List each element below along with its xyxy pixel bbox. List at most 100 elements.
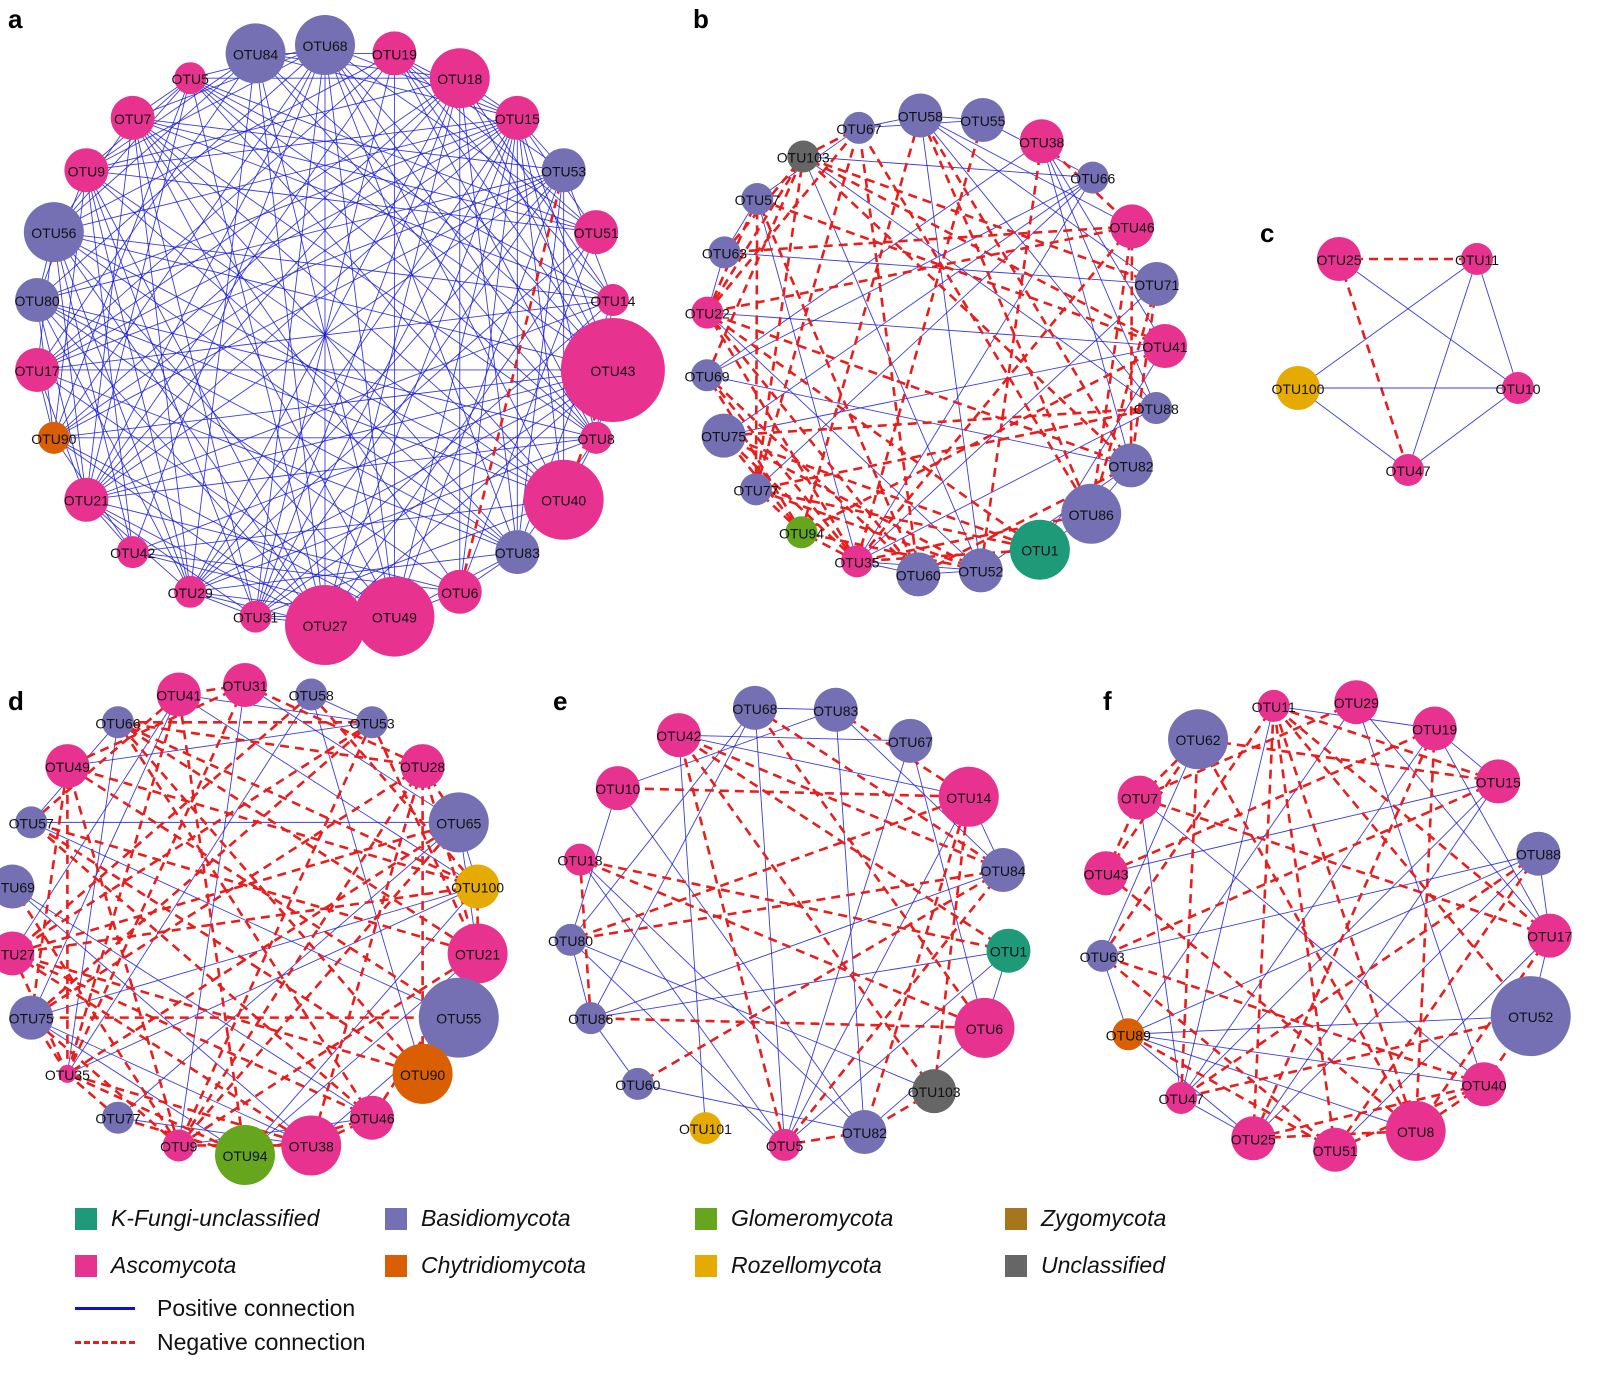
node-otu9[interactable]: OTU9 xyxy=(64,148,109,193)
node-otu27[interactable]: OTU27 xyxy=(0,931,35,976)
node-otu69[interactable]: OTU69 xyxy=(684,359,730,392)
node-otu90[interactable]: OTU90 xyxy=(31,421,77,454)
node-otu40[interactable]: OTU40 xyxy=(523,459,604,540)
node-otu29[interactable]: OTU29 xyxy=(1334,680,1379,725)
node-otu60[interactable]: OTU60 xyxy=(896,552,941,597)
node-otu5[interactable]: OTU5 xyxy=(766,1128,804,1161)
node-otu15[interactable]: OTU15 xyxy=(495,95,540,140)
node-otu58[interactable]: OTU58 xyxy=(898,93,943,138)
node-otu9[interactable]: OTU9 xyxy=(160,1129,198,1162)
node-otu101[interactable]: OTU101 xyxy=(679,1112,732,1145)
node-otu94[interactable]: OTU94 xyxy=(779,516,824,549)
node-otu35[interactable]: OTU35 xyxy=(834,545,880,578)
node-otu65[interactable]: OTU65 xyxy=(428,792,489,853)
node-otu103[interactable]: OTU103 xyxy=(777,140,830,173)
node-otu67[interactable]: OTU67 xyxy=(888,718,933,763)
node-otu1[interactable]: OTU1 xyxy=(1009,519,1070,580)
node-otu77[interactable]: OTU77 xyxy=(95,1101,141,1134)
node-otu29[interactable]: OTU29 xyxy=(168,575,213,608)
node-otu19[interactable]: OTU19 xyxy=(1412,706,1457,751)
node-otu88[interactable]: OTU88 xyxy=(1134,392,1179,425)
node-otu31[interactable]: OTU31 xyxy=(222,663,268,707)
node-otu83[interactable]: OTU83 xyxy=(495,530,540,575)
node-otu11[interactable]: OTU11 xyxy=(1252,689,1296,722)
node-otu11[interactable]: OTU11 xyxy=(1455,243,1499,275)
node-otu41[interactable]: OTU41 xyxy=(1142,324,1188,369)
node-otu25[interactable]: OTU25 xyxy=(1231,1116,1276,1161)
node-otu77[interactable]: OTU77 xyxy=(733,473,779,506)
node-otu55[interactable]: OTU55 xyxy=(418,977,499,1058)
node-otu66[interactable]: OTU66 xyxy=(1070,161,1116,194)
node-otu67[interactable]: OTU67 xyxy=(836,111,882,144)
node-otu18[interactable]: OTU18 xyxy=(429,48,490,109)
node-otu69[interactable]: OTU69 xyxy=(0,864,35,909)
node-otu40[interactable]: OTU40 xyxy=(1461,1062,1507,1107)
node-otu38[interactable]: OTU38 xyxy=(1019,119,1065,164)
node-otu88[interactable]: OTU88 xyxy=(1516,831,1561,876)
node-otu100[interactable]: OTU100 xyxy=(451,864,504,909)
node-otu84[interactable]: OTU84 xyxy=(225,23,286,84)
node-otu15[interactable]: OTU15 xyxy=(1476,759,1521,804)
node-otu58[interactable]: OTU58 xyxy=(289,678,334,711)
node-otu53[interactable]: OTU53 xyxy=(349,706,395,739)
node-otu42[interactable]: OTU42 xyxy=(656,713,702,758)
node-otu41[interactable]: OTU41 xyxy=(156,672,202,717)
node-otu71[interactable]: OTU71 xyxy=(1134,261,1180,306)
node-otu5[interactable]: OTU5 xyxy=(172,62,210,95)
node-otu53[interactable]: OTU53 xyxy=(541,148,586,193)
node-otu1[interactable]: OTU1 xyxy=(986,928,1031,973)
node-otu8[interactable]: OTU8 xyxy=(1385,1100,1446,1161)
node-otu80[interactable]: OTU80 xyxy=(548,923,593,956)
node-otu38[interactable]: OTU38 xyxy=(281,1115,342,1176)
node-otu17[interactable]: OTU17 xyxy=(15,347,60,392)
node-otu8[interactable]: OTU8 xyxy=(577,421,615,454)
node-otu63[interactable]: OTU63 xyxy=(1080,939,1125,972)
node-otu57[interactable]: OTU57 xyxy=(9,806,54,839)
node-otu46[interactable]: OTU46 xyxy=(349,1095,395,1140)
node-otu56[interactable]: OTU56 xyxy=(23,202,84,263)
node-otu17[interactable]: OTU17 xyxy=(1527,913,1573,958)
node-otu10[interactable]: OTU10 xyxy=(1495,372,1541,404)
node-otu21[interactable]: OTU21 xyxy=(64,477,109,522)
node-otu47[interactable]: OTU47 xyxy=(1159,1081,1204,1114)
node-otu103[interactable]: OTU103 xyxy=(908,1069,961,1114)
node-otu7[interactable]: OTU7 xyxy=(1117,775,1162,820)
node-otu51[interactable]: OTU51 xyxy=(1313,1127,1358,1172)
node-otu35[interactable]: OTU35 xyxy=(45,1064,90,1083)
node-otu68[interactable]: OTU68 xyxy=(732,685,778,730)
node-otu49[interactable]: OTU49 xyxy=(354,576,435,657)
node-otu25[interactable]: OTU25 xyxy=(1316,237,1362,281)
node-otu55[interactable]: OTU55 xyxy=(960,98,1006,143)
node-otu57[interactable]: OTU57 xyxy=(735,183,780,216)
node-otu18[interactable]: OTU18 xyxy=(557,843,603,876)
node-otu89[interactable]: OTU89 xyxy=(1106,1018,1151,1051)
node-otu43[interactable]: OTU43 xyxy=(560,317,665,422)
node-otu84[interactable]: OTU84 xyxy=(980,848,1026,893)
node-otu82[interactable]: OTU82 xyxy=(1108,443,1154,488)
node-otu19[interactable]: OTU19 xyxy=(372,31,417,76)
node-otu90[interactable]: OTU90 xyxy=(392,1043,453,1104)
node-otu14[interactable]: OTU14 xyxy=(590,284,636,317)
node-otu80[interactable]: OTU80 xyxy=(15,278,60,323)
node-otu63[interactable]: OTU63 xyxy=(702,236,747,269)
node-otu6[interactable]: OTU6 xyxy=(437,569,482,614)
node-otu75[interactable]: OTU75 xyxy=(701,413,746,458)
node-otu42[interactable]: OTU42 xyxy=(110,536,155,569)
node-otu100[interactable]: OTU100 xyxy=(1272,366,1325,410)
node-otu49[interactable]: OTU49 xyxy=(45,744,90,789)
node-otu31[interactable]: OTU31 xyxy=(233,600,278,633)
node-otu14[interactable]: OTU14 xyxy=(938,766,999,827)
node-otu60[interactable]: OTU60 xyxy=(615,1067,661,1100)
node-otu27[interactable]: OTU27 xyxy=(285,585,365,665)
node-otu75[interactable]: OTU75 xyxy=(9,995,54,1040)
node-otu86[interactable]: OTU86 xyxy=(568,1002,613,1035)
node-otu6[interactable]: OTU6 xyxy=(954,997,1015,1058)
node-otu22[interactable]: OTU22 xyxy=(685,296,730,329)
node-otu7[interactable]: OTU7 xyxy=(110,95,155,140)
node-otu83[interactable]: OTU83 xyxy=(813,687,859,732)
node-otu47[interactable]: OTU47 xyxy=(1385,454,1431,486)
node-otu68[interactable]: OTU68 xyxy=(295,15,355,75)
node-otu21[interactable]: OTU21 xyxy=(447,923,508,984)
node-otu52[interactable]: OTU52 xyxy=(1490,976,1571,1057)
node-otu62[interactable]: OTU62 xyxy=(1168,709,1229,770)
